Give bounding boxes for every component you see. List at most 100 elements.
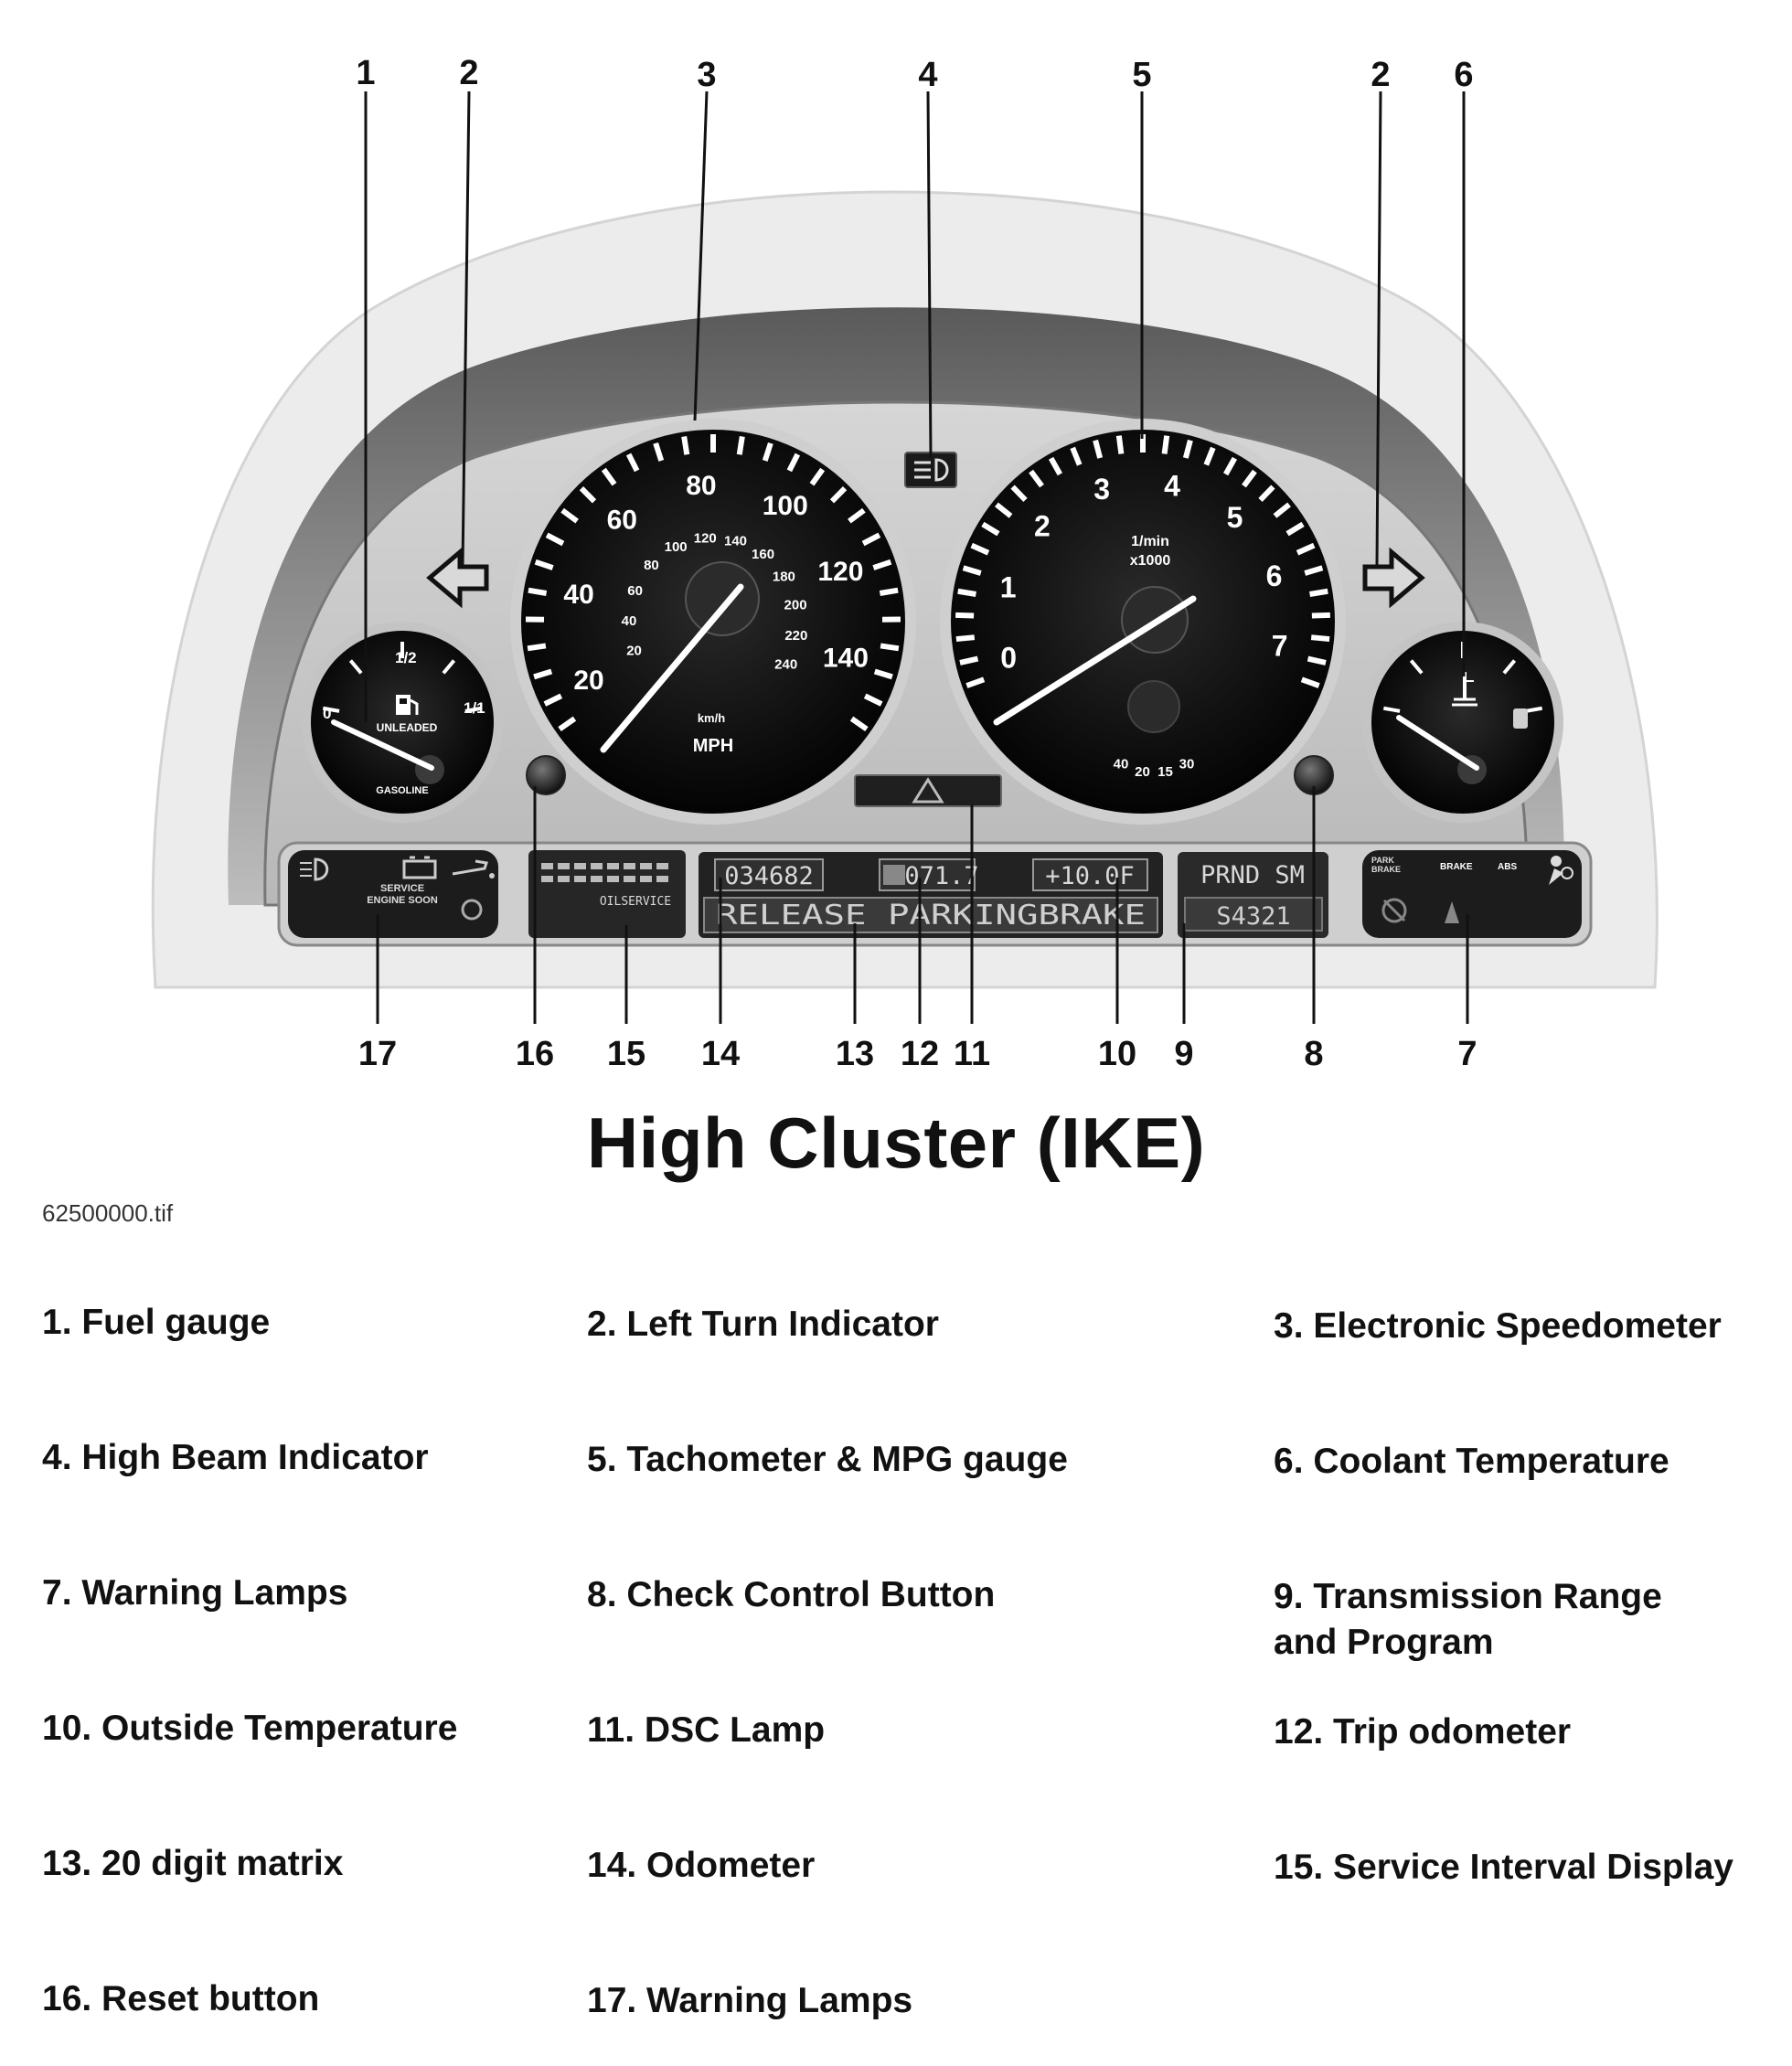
tachometer-tick [1311,612,1330,619]
mpg-gauge-label: 40 [1114,757,1129,772]
speedometer-mph-label: 80 [686,471,716,501]
speedometer-kmh-label: 120 [694,531,717,547]
speedometer-tick [786,453,801,473]
park-brake-lamp-label: PARK BRAKE [1371,856,1402,874]
callout-10: 10 [1098,1035,1136,1073]
tachometer-tick [981,521,1000,537]
coolant-gauge-tick [1382,706,1401,713]
tachometer-tick [1304,565,1324,576]
fuel-gauge-caption: UNLEADED [377,721,438,734]
service-interval-segment [640,876,652,882]
dsc-warning-icon [912,777,944,804]
speedometer-kmh-label: 140 [724,534,747,549]
fog-light-icon [300,857,329,881]
callout-8: 8 [1304,1035,1323,1073]
tachometer-tick [965,676,986,688]
speedometer-mph-label: 100 [763,491,808,521]
speedometer-tick [528,587,548,596]
service-interval-segment [624,863,635,869]
legend-item-6: 6. Coolant Temperature [1274,1442,1669,1481]
speedometer-tick [880,643,900,652]
tachometer-rpm-label: 2 [1034,509,1051,542]
tachometer-rpm-label: 3 [1093,473,1110,506]
callout-2-left: 2 [459,54,478,92]
speedometer-needle [600,583,744,753]
tachometer-tick [1310,634,1330,643]
speedometer-tick [543,693,563,707]
tachometer-tick [1223,456,1238,476]
callout-9: 9 [1174,1035,1193,1073]
tachometer-rpm-label: 7 [1272,630,1288,663]
fuel-gauge-tick [322,706,340,713]
fuel-gauge-label-full: 1/1 [464,699,485,717]
service-interval-segment [656,863,668,869]
reset-button[interactable] [526,755,566,795]
speedometer-tick [861,532,881,547]
speedometer-tick [527,643,547,652]
speedometer-tick [849,716,869,732]
tachometer-tick [1115,435,1125,454]
callout-14: 14 [701,1035,740,1073]
tachometer-tick [955,612,975,619]
tachometer-needle [993,595,1197,726]
legend-item-11: 11. DSC Lamp [587,1710,826,1750]
service-interval-segment [574,863,586,869]
speedometer-tick [848,507,866,524]
fuel-gauge-needle [331,719,434,771]
service-interval-display: OILSERVICE [528,850,686,938]
tachometer-tick [1258,485,1275,503]
tachometer-tick [1182,439,1193,459]
callout-15: 15 [607,1035,645,1073]
fuel-gauge-tick [442,659,456,675]
callout-4: 4 [918,56,937,94]
tachometer-rpm-label: 6 [1266,559,1283,592]
mpg-gauge-label: 20 [1135,764,1150,780]
callout-1: 1 [356,54,375,92]
legend-item-7: 7. Warning Lamps [42,1573,348,1613]
coolant-gauge-tick [1409,659,1424,675]
legend-item-12: 12. Trip odometer [1274,1712,1572,1752]
tachometer-rpm-label: 0 [1000,642,1017,675]
dsc-traction-icon [1445,901,1459,923]
speedometer-tick [534,559,554,570]
tachometer-tick [970,542,990,556]
tachometer-tick [1309,588,1328,597]
speedometer-tick [762,442,773,462]
callout-12: 12 [901,1035,939,1073]
speedometer-tick [829,486,848,504]
legend-item-8: 8. Check Control Button [587,1575,996,1614]
speedometer-tick [653,442,665,462]
speedometer-kmh-label: 160 [752,547,774,562]
service-interval-segment [541,876,553,882]
speedometer-tick [560,507,579,524]
speedometer-kmh-label: 80 [644,558,659,573]
service-interval-segment [591,876,603,882]
engine-lamp-icon [461,899,483,921]
mpg-gauge-label: 15 [1157,764,1173,780]
callout-16: 16 [516,1035,554,1073]
tachometer-tick [1242,469,1257,488]
service-interval-segment [607,876,619,882]
battery-icon [402,856,437,879]
legend-item-3: 3. Electronic Speedometer [1274,1306,1722,1346]
abs-lamp-label: ABS [1498,862,1517,872]
tachometer-tick [957,588,976,597]
speedometer-tick [879,587,899,596]
high-beam-indicator [904,452,957,488]
tachometer-tick [1161,435,1170,454]
speedometer-tick [873,668,893,680]
coolant-gauge-needle [1396,715,1479,771]
bottom-callout-leaders [376,786,1469,1024]
speedometer-tick [872,559,892,570]
high-beam-icon [914,458,949,482]
speedometer-tick [601,467,617,486]
airbag-icon [1549,856,1573,885]
bottom-callouts: 17 16 15 14 13 12 11 10 9 8 7 [358,1035,1477,1073]
legend-item-16: 16. Reset button [42,1979,320,2018]
tachometer-unit-line1: 1/min [1131,534,1169,549]
service-interval-segment [656,876,668,882]
speedometer-kmh-label: 20 [626,644,642,659]
